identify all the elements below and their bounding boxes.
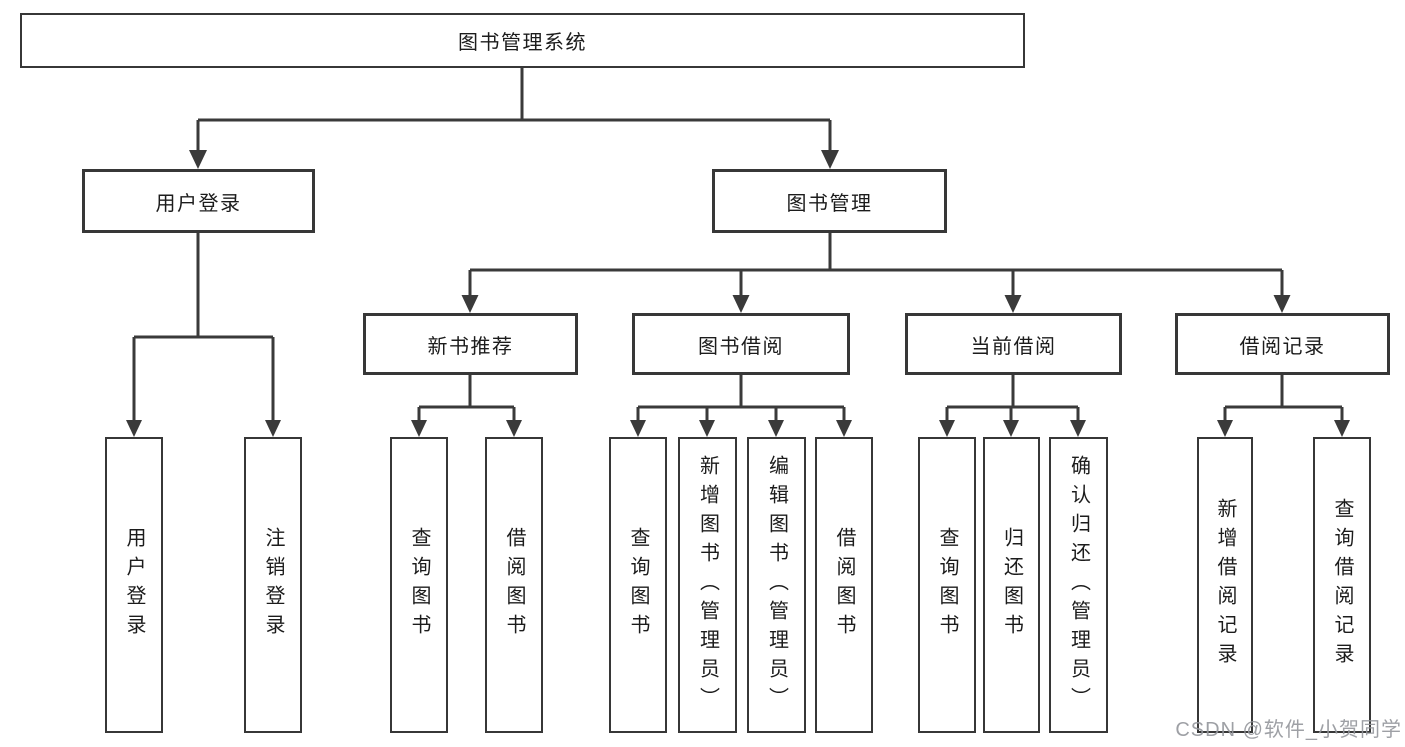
leaf-add-book-admin: 新增图书（管理员）: [678, 437, 737, 733]
edge-borrowrecords-to-leaves: [1223, 375, 1344, 422]
edge-userlogin-to-leaves: [132, 233, 275, 422]
leaf-search-books-2: 查询图书: [609, 437, 667, 733]
leaf-return-book-label: 归还图书: [1000, 527, 1023, 643]
edge-root-to-level2: [196, 68, 832, 152]
leaf-add-borrow-record: 新增借阅记录: [1197, 437, 1253, 733]
node-book-management-label: 图书管理: [786, 192, 873, 215]
leaf-add-borrow-record-label: 新增借阅记录: [1214, 498, 1236, 672]
watermark: CSDN @软件_小贺同学: [1175, 719, 1402, 741]
edge-newbooks-to-leaves: [417, 375, 516, 422]
node-new-book-recommend: 新书推荐: [363, 313, 578, 375]
leaf-search-books-3-label: 查询图书: [936, 527, 958, 643]
edge-bookborrow-to-leaves: [636, 375, 846, 422]
leaf-user-login-label: 用户登录: [123, 527, 145, 643]
leaf-logout: 注销登录: [244, 437, 302, 733]
node-current-borrow: 当前借阅: [905, 313, 1122, 375]
leaf-edit-book-admin: 编辑图书（管理员）: [747, 437, 806, 733]
leaf-user-login: 用户登录: [105, 437, 163, 733]
leaf-search-books-1-label: 查询图书: [408, 527, 430, 643]
leaf-borrow-books-2: 借阅图书: [815, 437, 873, 733]
leaf-search-books-2-label: 查询图书: [627, 527, 649, 643]
edge-bookmgmt-to-level3: [468, 233, 1284, 297]
leaf-search-books-1: 查询图书: [390, 437, 448, 733]
leaf-return-book: 归还图书: [983, 437, 1040, 733]
node-book-borrow-label: 图书借阅: [698, 335, 784, 358]
node-new-book-recommend-label: 新书推荐: [427, 335, 514, 358]
leaf-logout-label: 注销登录: [262, 527, 284, 643]
node-user-login-label: 用户登录: [155, 192, 242, 215]
leaf-confirm-return-admin-label: 确认归还（管理员）: [1067, 454, 1090, 716]
leaf-search-borrow-record: 查询借阅记录: [1313, 437, 1371, 733]
node-borrow-records: 借阅记录: [1175, 313, 1390, 375]
edge-currentborrow-to-leaves: [945, 375, 1080, 422]
leaf-confirm-return-admin: 确认归还（管理员）: [1049, 437, 1108, 733]
node-book-management: 图书管理: [712, 169, 947, 233]
leaf-borrow-books-1: 借阅图书: [485, 437, 543, 733]
node-borrow-records-label: 借阅记录: [1239, 335, 1326, 358]
leaf-borrow-books-2-label: 借阅图书: [833, 527, 855, 643]
node-book-borrow: 图书借阅: [632, 313, 850, 375]
node-root: 图书管理系统: [20, 13, 1025, 68]
leaf-edit-book-admin-label: 编辑图书（管理员）: [765, 454, 788, 716]
leaf-search-books-3: 查询图书: [918, 437, 976, 733]
leaf-search-borrow-record-label: 查询借阅记录: [1331, 498, 1353, 672]
node-current-borrow-label: 当前借阅: [970, 335, 1057, 358]
node-user-login: 用户登录: [82, 169, 315, 233]
node-root-label: 图书管理系统: [458, 32, 587, 54]
leaf-borrow-books-1-label: 借阅图书: [503, 527, 525, 643]
leaf-add-book-admin-label: 新增图书（管理员）: [696, 454, 719, 716]
